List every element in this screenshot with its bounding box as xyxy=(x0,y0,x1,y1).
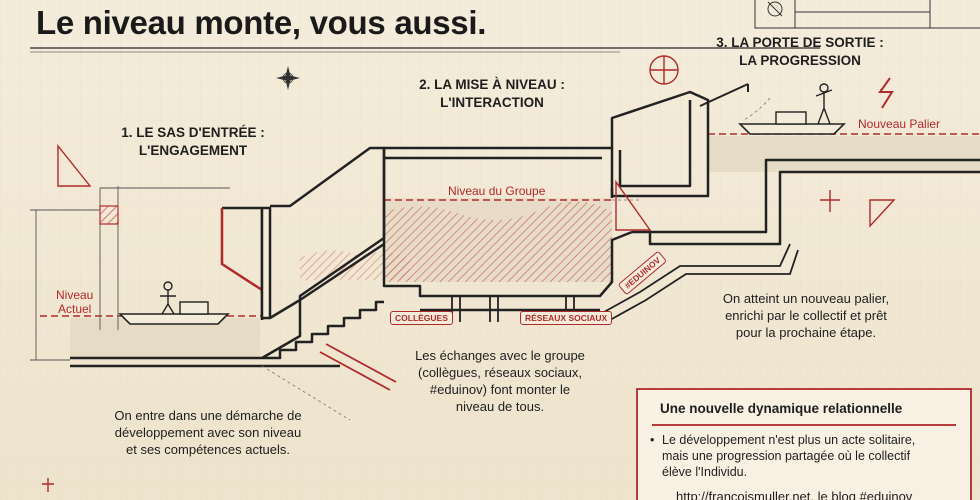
niveau-actuel-label: Niveau Actuel xyxy=(56,288,93,316)
hatched-marker xyxy=(99,205,119,225)
desc2-line1: Les échanges avec le groupe xyxy=(415,348,585,363)
step1-description: On entre dans une démarche de développem… xyxy=(98,407,318,458)
niveau-du-groupe-label: Niveau du Groupe xyxy=(448,184,546,198)
step2-line1: 2. LA MISE À NIVEAU : xyxy=(419,77,565,92)
step1-line2: L'ENGAGEMENT xyxy=(138,143,248,158)
summary-bullet-line3: élève l'Individu. xyxy=(662,465,748,479)
lock-structure xyxy=(70,90,980,368)
step3-description: On atteint un nouveau palier, enrichi pa… xyxy=(696,290,916,341)
niveau-actuel-line1: Niveau xyxy=(56,288,94,302)
step3-line1: 3. LA PORTE DE SORTIE : xyxy=(716,35,884,50)
desc3-line3: pour la prochaine étape. xyxy=(735,325,877,340)
crane-arm xyxy=(699,83,749,107)
guide-lines xyxy=(261,97,771,421)
desc1-line2: développement avec son niveau xyxy=(114,425,302,440)
desc2-line3: #eduinov) font monter le xyxy=(429,382,571,397)
drafting-triangle-icons xyxy=(42,55,896,492)
nouveau-palier-label: Nouveau Palier xyxy=(858,117,941,131)
pipes xyxy=(319,243,799,391)
group-water-hatch xyxy=(384,201,612,282)
title-block xyxy=(754,0,980,29)
summary-title: Une nouvelle dynamique relationnelle xyxy=(660,401,903,416)
step3-heading: 3. LA PORTE DE SORTIE : LA PROGRESSION xyxy=(690,34,910,70)
niveau-actuel-line2: Actuel xyxy=(58,302,92,316)
pipe-tag-collegues: COLLÈGUES xyxy=(390,311,453,325)
summary-bullet-line1: Le développement n'est plus un acte soli… xyxy=(662,433,916,447)
desc2-line4: niveau de tous. xyxy=(455,399,545,414)
boat-current-icon xyxy=(118,281,230,325)
step1-heading: 1. LE SAS D'ENTRÉE : L'ENGAGEMENT xyxy=(88,124,298,160)
boat-new-level-icon xyxy=(738,83,846,135)
summary-divider xyxy=(652,424,956,426)
step2-line2: L'INTERACTION xyxy=(440,95,544,110)
desc1-line3: et ses compétences actuels. xyxy=(125,442,291,457)
summary-bullet: Le développement n'est plus un acte soli… xyxy=(650,432,916,480)
summary-box: Une nouvelle dynamique relationnelle Le … xyxy=(636,388,972,500)
desc3-line2: enrichi par le collectif et prêt xyxy=(725,308,887,323)
water-new-level xyxy=(708,136,980,172)
footer-url[interactable]: http://francoismuller.net, le blog #edui… xyxy=(676,489,913,500)
pipe-tag-reseaux: RÉSEAUX SOCIAUX xyxy=(520,311,613,325)
desc1-line1: On entre dans une démarche de xyxy=(114,408,302,423)
desc3-line1: On atteint un nouveau palier, xyxy=(722,291,890,306)
page-title: Le niveau monte, vous aussi. xyxy=(36,4,487,41)
splash-hatch xyxy=(300,250,410,280)
desc2-line2: (collègues, réseaux sociaux, xyxy=(417,365,583,380)
step2-heading: 2. LA MISE À NIVEAU : L'INTERACTION xyxy=(382,76,602,112)
step1-line1: 1. LE SAS D'ENTRÉE : xyxy=(121,125,265,140)
compass-rose-icon xyxy=(276,66,300,90)
step2-description: Les échanges avec le groupe (collègues, … xyxy=(390,347,610,415)
summary-bullet-line2: mais une progression partagée où le coll… xyxy=(662,449,911,463)
step3-line2: LA PROGRESSION xyxy=(739,53,861,68)
